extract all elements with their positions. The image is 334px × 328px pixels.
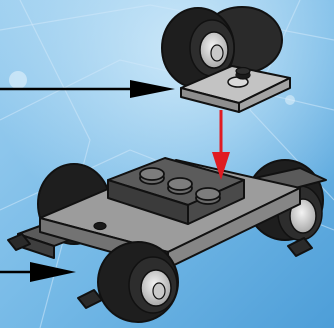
wheel-assembly-icon xyxy=(162,7,290,112)
